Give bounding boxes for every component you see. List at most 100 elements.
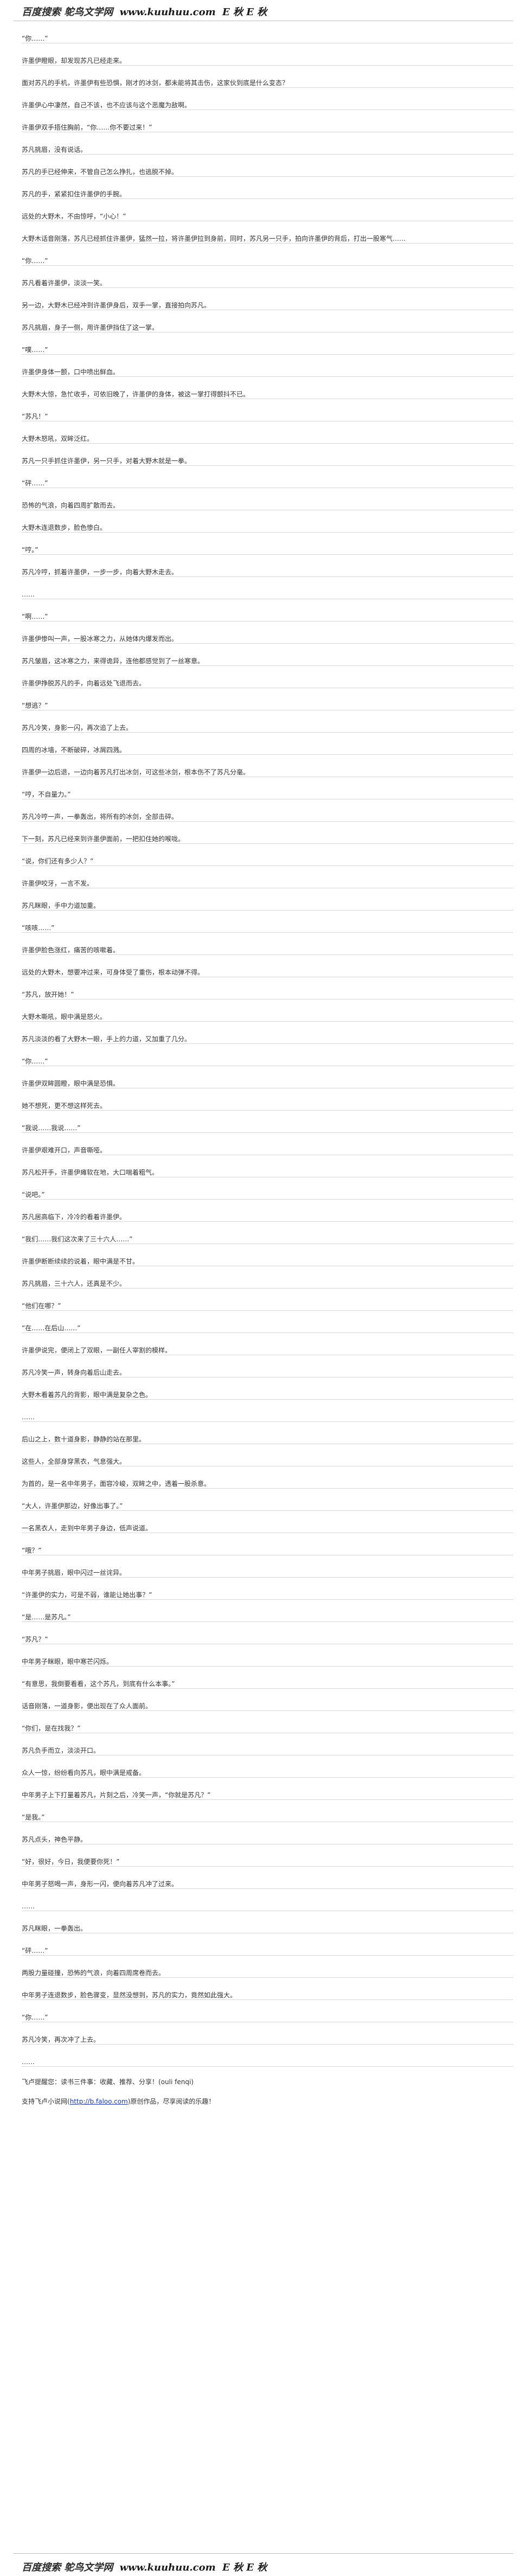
text-paragraph: 苏凡挑眉，身子一侧，用许墨伊挡住了这一掌。 [22, 310, 513, 332]
text-paragraph: 苏凡眯眼，手中力道加重。 [22, 888, 513, 911]
text-paragraph: 许墨伊惨叫一声，一股冰寒之力，从她体内爆发而出。 [22, 621, 513, 644]
text-paragraph: …… [22, 1889, 513, 1911]
text-paragraph: “我说……我说……” [22, 1111, 513, 1133]
text-paragraph: …… [22, 577, 513, 599]
text-paragraph: 四周的冰墙，不断破碎，冰屑四溅。 [22, 733, 513, 755]
text-paragraph: “许墨伊的实力，可是不弱，谁能让她出事？” [22, 1578, 513, 1600]
text-paragraph: “说吧。” [22, 1177, 513, 1200]
text-paragraph: 许墨伊挣脱苏凡的手，向着远处飞退而去。 [22, 666, 513, 688]
text-paragraph: “苏凡？” [22, 1622, 513, 1644]
text-paragraph: “哼，不自量力。” [22, 777, 513, 799]
text-paragraph: “在……在后山……” [22, 1311, 513, 1333]
text-paragraph: “说，你们还有多少人？” [22, 844, 513, 866]
text-paragraph: 大野木话音刚落，苏凡已经抓住许墨伊，猛然一拉，将许墨伊拉到身前，同时，苏凡另一只… [22, 221, 513, 243]
text-paragraph: 大野木嘶吼，眼中满是怒火。 [22, 999, 513, 1022]
site-url[interactable]: www.kuuhuu.com [119, 7, 216, 18]
text-paragraph: 苏凡看着许墨伊，淡淡一笑。 [22, 266, 513, 288]
text-paragraph: “你……” [22, 21, 513, 43]
text-paragraph: 大野木连退数步，脸色惨白。 [22, 510, 513, 533]
text-paragraph: 中年男子上下打量着苏凡，片刻之后，冷笑一声，“你就是苏凡？” [22, 1778, 513, 1800]
text-paragraph: 苏凡皱眉，这冰寒之力，来得诡异，连他都感觉到了一丝寒意。 [22, 644, 513, 666]
text-paragraph: “苏凡！” [22, 399, 513, 421]
text-paragraph: 话音刚落，一道身影，便出现在了众人面前。 [22, 1689, 513, 1711]
text-paragraph: 苏凡冷哼一声，一拳轰出，将所有的冰剑，全部击碎。 [22, 799, 513, 822]
text-paragraph: 苏凡居高临下，冷冷的看着许墨伊。 [22, 1200, 513, 1222]
site-slogan: E 秋 E 秋 [222, 7, 267, 18]
text-paragraph: 许墨伊脸色涨红，痛苦的咳嗽着。 [22, 933, 513, 955]
text-paragraph: 一名黑衣人，走到中年男子身边，低声说道。 [22, 1511, 513, 1533]
text-paragraph: 苏凡冷笑一声，转身向着后山走去。 [22, 1355, 513, 1377]
text-paragraph: 苏凡冷哼，抓着许墨伊，一步一步，向着大野木走去。 [22, 555, 513, 577]
text-paragraph: 苏凡挑眉，三十六人，还真是不少。 [22, 1266, 513, 1289]
text-paragraph: 苏凡眯眼，一拳轰出。 [22, 1911, 513, 1933]
text-paragraph: 苏凡冷笑，身影一闪，再次追了上去。 [22, 710, 513, 733]
text-paragraph: 许墨伊身体一颤，口中喷出鲜血。 [22, 355, 513, 377]
text-paragraph: “砰……” [22, 466, 513, 488]
text-paragraph: 大野木大惊，急忙收手，可依旧晚了，许墨伊的身体，被这一掌打得颤抖不已。 [22, 377, 513, 399]
text-paragraph: 许墨伊心中凄然，自己不该，也不应该与这个恶魔为敌啊。 [22, 88, 513, 110]
site-slogan-bottom: E 秋 E 秋 [222, 2562, 267, 2573]
text-paragraph: 面对苏凡的手机，许墨伊有些恐惧，刚才的冰剑，都未能将其击伤，这家伙到底是什么变态… [22, 66, 513, 88]
text-paragraph: 苏凡淡淡的看了大野木一眼，手上的力道，又加重了几分。 [22, 1022, 513, 1044]
text-paragraph: “是我。” [22, 1800, 513, 1822]
text-paragraph: 苏凡挑眉，没有说话。 [22, 132, 513, 155]
text-paragraph: “哼。” [22, 533, 513, 555]
text-paragraph: “哦？” [22, 1533, 513, 1555]
text-paragraph: “你……” [22, 2000, 513, 2022]
footer-link-line: 支持飞卢小说网(http://b.faloo.com)原创作品，尽享阅读的乐趣！ [22, 2086, 526, 2106]
text-paragraph: “想逃？” [22, 688, 513, 710]
text-paragraph: 大野木看着苏凡的背影，眼中满是复杂之色。 [22, 1377, 513, 1400]
text-paragraph: “你……” [22, 1044, 513, 1066]
text-paragraph: 后山之上，数十道身影，静静的站在那里。 [22, 1422, 513, 1444]
text-paragraph: 许墨伊瞪眼，却发现苏凡已经走来。 [22, 43, 513, 66]
text-paragraph: 众人一惊，纷纷看向苏凡，眼中满是戒备。 [22, 1755, 513, 1778]
bottom-divider [13, 2553, 513, 2554]
bottom-banner: 百度搜索 鸵鸟文学网 www.kuuhuu.com E 秋 E 秋 [0, 2555, 526, 2576]
text-paragraph: 许墨伊说完，便闭上了双眼，一副任人宰割的模样。 [22, 1333, 513, 1355]
text-paragraph: 许墨伊咬牙，一言不发。 [22, 866, 513, 888]
text-paragraph: 苏凡点头，神色平静。 [22, 1822, 513, 1844]
text-paragraph: “好，很好，今日，我便要你死！” [22, 1844, 513, 1867]
text-paragraph: “噗……” [22, 332, 513, 355]
text-paragraph: 这些人，全部身穿黑衣，气息强大。 [22, 1444, 513, 1466]
text-paragraph: “大人，许墨伊那边，好像出事了。” [22, 1489, 513, 1511]
text-paragraph: 恐怖的气浪，向着四周扩散而去。 [22, 488, 513, 510]
text-paragraph: “你们，是在找我？” [22, 1711, 513, 1733]
text-paragraph: “我们……我们这次来了三十六人……” [22, 1222, 513, 1244]
text-paragraph: 中年男子连退数步，脸色骤变，显然没想到，苏凡的实力，竟然如此强大。 [22, 1978, 513, 2000]
text-paragraph: 中年男子眯眼，眼中寒芒闪烁。 [22, 1644, 513, 1667]
text-paragraph: “苏凡，放开她！” [22, 977, 513, 999]
text-paragraph: 许墨伊艰难开口，声音嘶哑。 [22, 1133, 513, 1155]
site-url-bottom[interactable]: www.kuuhuu.com [119, 2562, 216, 2573]
footer-notice: 飞卢提醒您：读书三件事：收藏、推荐、分享！(ouli fenqi) [22, 2078, 194, 2086]
chapter-content: “你……”许墨伊瞪眼，却发现苏凡已经走来。面对苏凡的手机，许墨伊有些恐惧，刚才的… [0, 21, 526, 2067]
footer-link-suffix: )原创作品，尽享阅读的乐趣！ [127, 2098, 215, 2105]
text-paragraph: 中年男子怒喝一声，身形一闪，便向着苏凡冲了过来。 [22, 1867, 513, 1889]
text-paragraph: 为首的，是一名中年男子，面容冷峻，双眸之中，透着一股杀意。 [22, 1466, 513, 1489]
text-paragraph: 她不想死，更不想这样死去。 [22, 1088, 513, 1111]
text-paragraph: 许墨伊双手捂住胸前，“你……你不要过来！” [22, 110, 513, 132]
text-paragraph: 远处的大野木，不由惊呼，“小心！” [22, 199, 513, 221]
text-paragraph: 苏凡冷笑，再次冲了上去。 [22, 2022, 513, 2045]
text-paragraph: “啊……” [22, 599, 513, 621]
text-paragraph: 中年男子挑眉，眼中闪过一丝诧异。 [22, 1555, 513, 1578]
text-paragraph: …… [22, 2045, 513, 2067]
text-paragraph: 许墨伊双眸圆瞪，眼中满是恐惧。 [22, 1066, 513, 1088]
faloo-link[interactable]: http://b.faloo.com [69, 2098, 128, 2105]
text-paragraph: 许墨伊断断续续的说着，眼中满是不甘。 [22, 1244, 513, 1266]
text-paragraph: 两股力量碰撞，恐怖的气浪，向着四周席卷而去。 [22, 1956, 513, 1978]
text-paragraph: …… [22, 1400, 513, 1422]
text-paragraph: “你……” [22, 243, 513, 266]
text-paragraph: 苏凡松开手，许墨伊瘫软在地，大口喘着粗气。 [22, 1155, 513, 1177]
text-paragraph: 许墨伊一边后退，一边向着苏凡打出冰剑，可这些冰剑，根本伤不了苏凡分毫。 [22, 755, 513, 777]
text-paragraph: “是……是苏凡。” [22, 1600, 513, 1622]
text-paragraph: “咳咳……” [22, 911, 513, 933]
text-paragraph: 大野木怒吼，双眸泛红。 [22, 421, 513, 444]
text-paragraph: 另一边，大野木已经冲到许墨伊身后，双手一掌，直接拍向苏凡。 [22, 288, 513, 310]
text-paragraph: 苏凡一只手抓住许墨伊，另一只手，对着大野木就是一拳。 [22, 444, 513, 466]
text-paragraph: “有意思，我倒要看看，这个苏凡，到底有什么本事。” [22, 1667, 513, 1689]
text-paragraph: 苏凡的手，紧紧扣住许墨伊的手腕。 [22, 177, 513, 199]
site-logo-text: 百度搜索 鸵鸟文学网 [22, 7, 113, 18]
text-paragraph: “他们在哪？” [22, 1289, 513, 1311]
top-banner: 百度搜索 鸵鸟文学网 www.kuuhuu.com E 秋 E 秋 [0, 0, 526, 21]
